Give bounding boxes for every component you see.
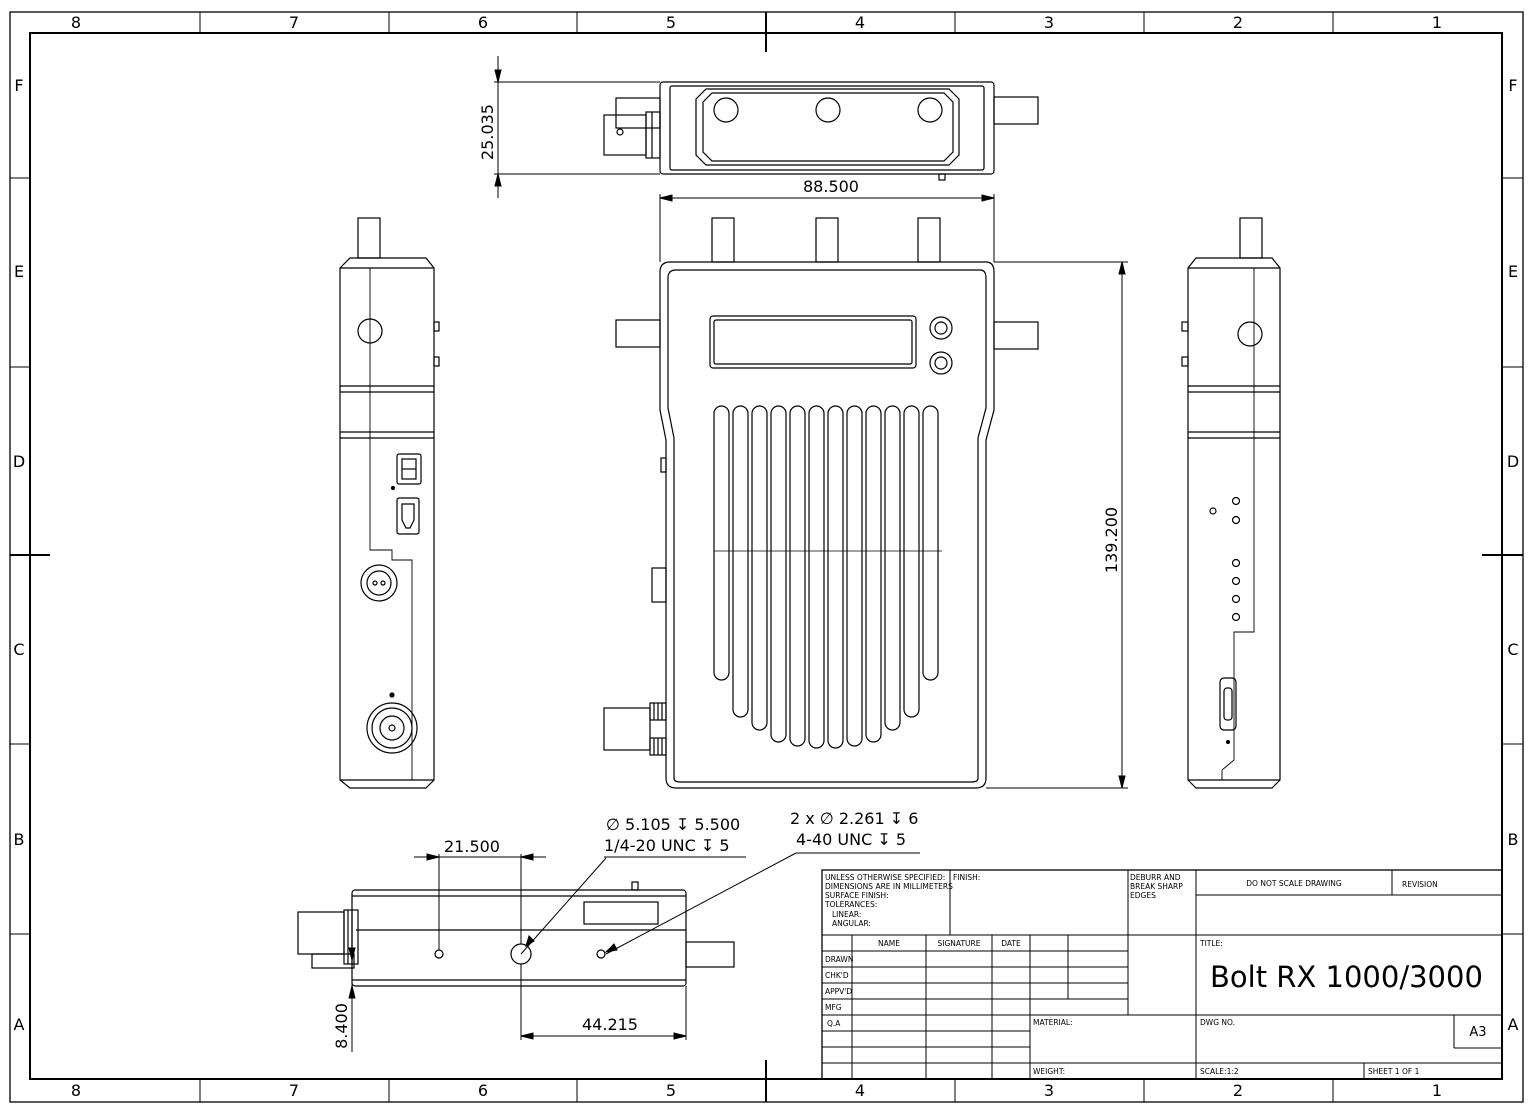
material-label: MATERIAL: [1033,1018,1073,1027]
zone-col-bottom: 3 [1044,1081,1054,1100]
column-header-date: DATE [1001,939,1021,948]
vent-slot [751,405,768,731]
row-label-qa: Q.A [827,1019,841,1028]
do-not-scale-note: DO NOT SCALE DRAWING [1246,879,1342,888]
dwg-no-label: DWG NO. [1200,1018,1235,1027]
zone-row-right: D [1507,452,1519,471]
title-label: TITLE: [1199,939,1223,948]
zone-row-left: A [14,1015,25,1034]
drawing-title: Bolt RX 1000/3000 [1210,960,1483,994]
deburr-note-3: EDGES [1130,891,1156,900]
callout-tripod-diameter: ∅ 5.105 ↧ 5.500 [606,815,740,834]
row-label-checked: CHK'D [825,971,849,980]
callout-leaders [520,852,920,955]
vent-slot [732,405,749,718]
zone-row-right: F [1508,76,1517,95]
general-note-4: TOLERANCES: [824,900,877,909]
zone-row-left: E [14,262,24,281]
top-view [603,81,1039,181]
dimension-bottom-hole-spacing [520,964,687,1040]
scale-label: SCALE:1:2 [1200,1067,1239,1076]
zone-row-left: D [13,452,25,471]
right-side-view [1181,217,1281,789]
general-note-5: LINEAR: [832,910,861,919]
finish-label: FINISH: [953,873,980,882]
zone-col-bottom: 1 [1432,1081,1442,1100]
dimension-label-bottom-hole-spacing: 44.215 [582,1015,638,1034]
callout-small-thread: 4-40 UNC ↧ 5 [796,830,906,849]
zone-col-top: 4 [855,13,865,32]
dimension-bottom-offset-x [414,853,546,950]
general-note-6: ANGULAR: [832,919,871,928]
dimension-front-width [659,194,995,262]
title-block-text: UNLESS OTHERWISE SPECIFIED: DIMENSIONS A… [824,873,1438,1076]
dimension-front-height [986,261,1128,789]
zone-row-right: E [1508,262,1518,281]
zone-col-top: 7 [289,13,299,32]
left-side-view [339,217,440,789]
front-view-vent-slots [713,405,939,749]
zone-col-bottom: 5 [666,1081,676,1100]
dimension-bottom-offset-y [348,947,356,1052]
general-note-3: SURFACE FINISH: [825,891,889,900]
callout-small-diameter: 2 x ∅ 2.261 ↧ 6 [790,809,918,828]
vent-slot [770,405,787,743]
vent-slot [846,405,863,747]
vent-slot [922,405,939,681]
callout-texts: ∅ 5.105 ↧ 5.500 1/4-20 UNC ↧ 5 2 x ∅ 2.2… [604,809,918,855]
zone-row-right: C [1507,640,1518,659]
vent-slot [789,405,806,747]
sheet-size: A3 [1469,1025,1486,1040]
zone-row-left: F [14,76,23,95]
sheet-label: SHEET 1 OF 1 [1368,1067,1420,1076]
column-header-signature: SIGNATURE [938,939,981,948]
zone-row-left: C [13,640,24,659]
vent-slot [713,405,730,681]
drawing-frame [9,11,1524,1103]
dimension-label-bottom-offset-x: 21.500 [444,837,500,856]
zone-labels: 8 7 6 5 4 3 2 1 8 7 6 5 4 3 2 1 F E D C … [13,13,1519,1100]
deburr-note-2: BREAK SHARP [1130,882,1183,891]
general-note-2: DIMENSIONS ARE IN MILLIMETERS [825,882,953,891]
zone-col-bottom: 8 [71,1081,81,1100]
row-label-approved: APPV'D [825,987,852,996]
title-block [796,869,1503,1080]
dimension-top-height [494,56,660,198]
zone-col-top: 5 [666,13,676,32]
zone-col-bottom: 2 [1233,1081,1243,1100]
zone-row-left: B [14,830,25,849]
weight-label: WEIGHT: [1033,1067,1065,1076]
row-label-drawn: DRAWN [825,955,853,964]
deburr-note-1: DEBURR AND [1130,873,1181,882]
vent-slot [865,405,882,743]
zone-row-right: A [1508,1015,1519,1034]
zone-col-bottom: 6 [478,1081,488,1100]
column-header-name: NAME [878,939,900,948]
zone-col-top: 6 [478,13,488,32]
zone-row-right: B [1508,830,1519,849]
zone-col-bottom: 7 [289,1081,299,1100]
row-label-mfg: MFG [825,1003,842,1012]
vent-slot [884,405,901,731]
revision-label: REVISION [1402,880,1438,889]
dimension-label-top-height: 25.035 [478,104,497,160]
dimension-label-front-height: 139.200 [1102,507,1121,573]
vent-slot [827,405,844,749]
dimension-label-front-width: 88.500 [803,177,859,196]
dimension-label-bottom-offset-y: 8.400 [332,1003,351,1049]
front-view [603,217,1039,789]
vent-slot [903,405,920,718]
zone-col-top: 3 [1044,13,1054,32]
zone-col-top: 1 [1432,13,1442,32]
callout-tripod-thread: 1/4-20 UNC ↧ 5 [604,836,730,855]
zone-col-top: 2 [1233,13,1243,32]
vent-slot [808,405,825,749]
general-note-1: UNLESS OTHERWISE SPECIFIED: [825,873,945,882]
bottom-view [297,881,735,987]
zone-col-bottom: 4 [855,1081,865,1100]
zone-col-top: 8 [71,13,81,32]
